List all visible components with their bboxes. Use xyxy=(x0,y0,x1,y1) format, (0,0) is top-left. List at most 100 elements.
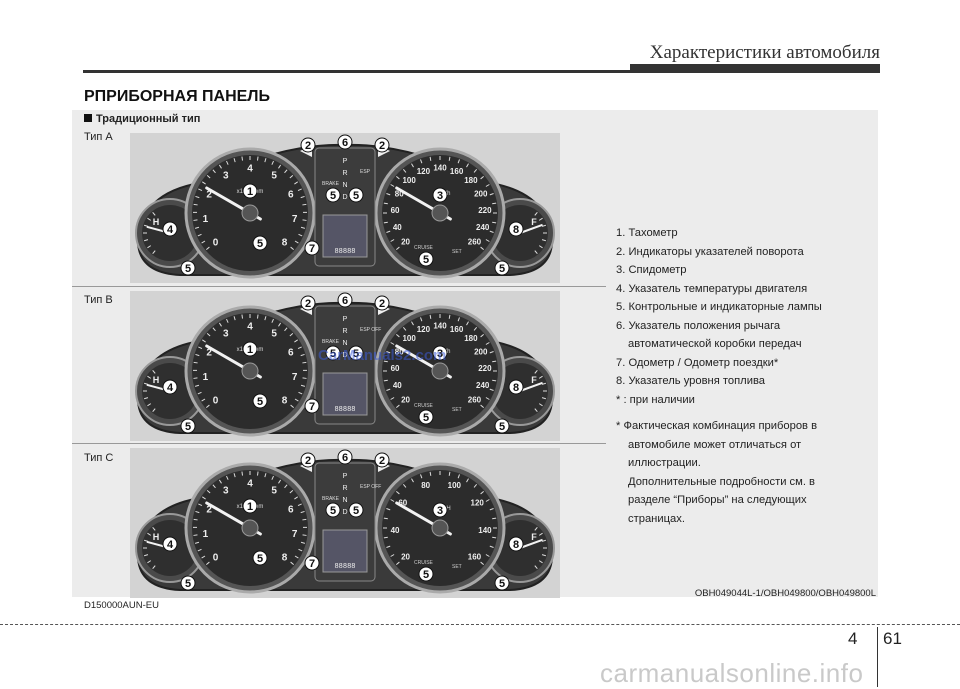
gear-letter: P xyxy=(343,158,348,165)
gauge-tick xyxy=(396,246,400,251)
gauge-tick xyxy=(256,156,259,161)
gauge-tick xyxy=(195,353,200,357)
callout-number: 7 xyxy=(309,558,315,570)
gauge-tick xyxy=(143,239,149,242)
speed-tick-label: 240 xyxy=(476,223,490,232)
callout-circle xyxy=(252,235,268,251)
gear-letter: D xyxy=(342,352,347,359)
gauge-tick xyxy=(294,181,299,185)
gauge-tick xyxy=(241,471,244,476)
legend-item: 5. Контрольные и индикаторные лампы xyxy=(616,301,822,313)
gauge-tick xyxy=(289,175,294,179)
callout-number: 6 xyxy=(342,452,348,464)
gauge-tick xyxy=(152,565,156,570)
callout-circle xyxy=(508,536,524,552)
tacho-tick-label: 2 xyxy=(206,504,212,515)
gauge-tick xyxy=(152,250,156,255)
callout-number: 6 xyxy=(342,295,348,307)
gauge-tick xyxy=(466,163,469,168)
odometer-digits: 88888 xyxy=(334,406,355,414)
gauge-tick xyxy=(534,526,538,531)
callout-circle xyxy=(418,566,434,582)
tacho-tick-label: 7 xyxy=(292,372,298,383)
gauge-tick xyxy=(457,317,460,322)
gauge-tick xyxy=(201,555,206,559)
gauge-tick xyxy=(147,403,152,407)
gauge-tick xyxy=(147,375,152,379)
gauge-tick xyxy=(152,369,156,374)
gauge-tick xyxy=(492,360,497,363)
callout-circle xyxy=(348,345,364,361)
gauge-tick xyxy=(390,239,395,242)
note-line: * Фактическая комбинация приборов в xyxy=(616,420,818,432)
callout-number: 2 xyxy=(379,455,385,467)
cruise-label: CRUISE xyxy=(414,403,434,409)
gauge-tick xyxy=(534,369,538,374)
callout-number: 3 xyxy=(437,190,443,202)
gauge-tick xyxy=(201,398,206,402)
speed-tick-label: 200 xyxy=(474,348,488,357)
gauge-tick xyxy=(298,548,303,552)
cruise-label: CRUISE xyxy=(414,245,434,251)
callout-circle xyxy=(374,452,390,468)
gauge-tick xyxy=(198,346,203,350)
gauge-tick xyxy=(485,397,490,400)
gauge-tick xyxy=(212,169,216,174)
tacho-tick-label: 3 xyxy=(223,485,229,496)
callout-circle xyxy=(374,295,390,311)
callout-circle xyxy=(162,379,178,395)
gauge-tick xyxy=(193,377,198,379)
speed-tick-label: 80 xyxy=(395,348,404,357)
gear-letter: R xyxy=(342,485,347,492)
gauge-tick xyxy=(485,554,490,557)
esp-label: ESP OFF xyxy=(360,327,381,333)
callout-number: 3 xyxy=(437,348,443,360)
type-label-c: Тип C xyxy=(84,452,114,464)
callout-circle xyxy=(494,418,510,434)
gauge-tick xyxy=(386,388,391,391)
gauge-tick xyxy=(290,404,294,409)
gauge-tick xyxy=(198,503,203,507)
speed-tick-label: 140 xyxy=(478,526,492,535)
gauge-tick xyxy=(206,404,210,409)
gear-letter: P xyxy=(343,316,348,323)
callout-number: 8 xyxy=(513,539,519,551)
gauge-tick xyxy=(448,156,451,161)
gear-letter: D xyxy=(342,509,347,516)
speed-tick-label: 160 xyxy=(468,553,482,562)
gauge-tick xyxy=(206,561,210,566)
gauge-tick xyxy=(256,471,259,476)
note-line: Дополнительные подробности см. в xyxy=(628,475,816,488)
speed-tick-label: 240 xyxy=(476,381,490,390)
callout-number: 5 xyxy=(423,254,429,266)
callout-number: 7 xyxy=(309,243,315,255)
gauge-tick xyxy=(383,221,388,224)
callout-circle xyxy=(494,260,510,276)
gauge-tick xyxy=(300,226,306,229)
divider-a xyxy=(72,286,606,287)
gauge-tick xyxy=(201,240,206,244)
callout-number: 1 xyxy=(247,344,253,356)
callout-number: 5 xyxy=(423,569,429,581)
header-rule xyxy=(83,70,880,73)
legend-item: 8. Указатель уровня топлива xyxy=(616,375,765,387)
gauge-tick xyxy=(538,217,543,221)
gauge-tick xyxy=(390,342,395,345)
callout-circle xyxy=(300,295,316,311)
gauge-tick xyxy=(541,239,547,242)
gauge-tick xyxy=(206,333,211,337)
gauge-tick xyxy=(218,322,222,327)
gauge-tick xyxy=(485,342,490,345)
gauge-tick xyxy=(480,246,484,251)
speed-tick-label: 160 xyxy=(450,167,464,176)
header-rule-tab xyxy=(630,64,880,73)
cluster-svg-a: HF012345678x1000rpm204060801001201401601… xyxy=(135,134,555,279)
gauge-tick xyxy=(489,351,494,354)
callout-number: 5 xyxy=(185,578,191,590)
gauge-tick xyxy=(197,391,202,395)
watermark-text: CarManuals2.com xyxy=(318,347,447,364)
callout-circle xyxy=(180,575,196,591)
gauge-tick xyxy=(541,554,547,557)
tacho-tick-label: 4 xyxy=(247,163,253,174)
lcd-display xyxy=(322,372,368,416)
